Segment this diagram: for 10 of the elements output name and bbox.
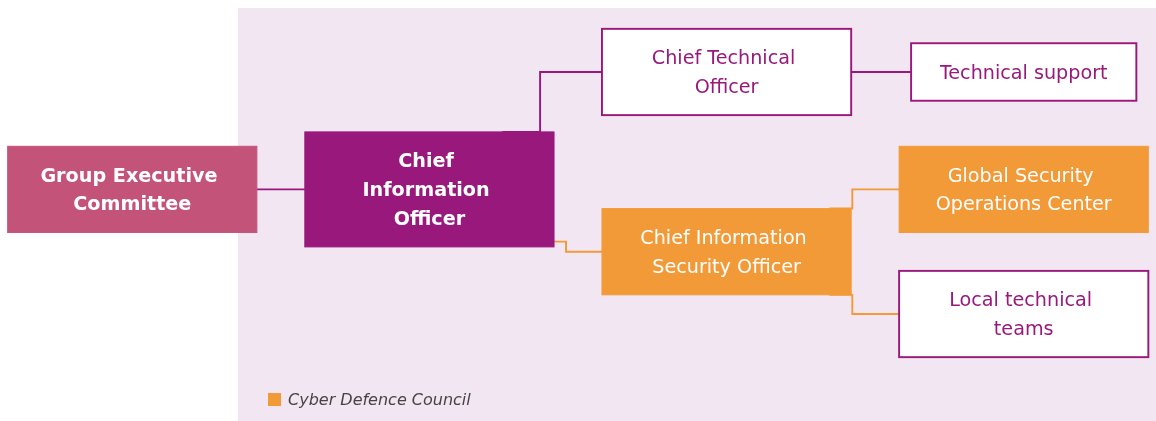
connector xyxy=(553,240,603,253)
node-box: Global Security Operations Center xyxy=(898,145,1149,233)
node-box: Chief Technical Officer xyxy=(601,27,853,116)
node-box: Chief Information Security Officer xyxy=(601,207,852,295)
connector xyxy=(255,187,306,190)
node-box: Chief Information Officer xyxy=(304,130,555,247)
node-box: Group Executive Committee xyxy=(7,145,258,233)
node-box: Local technical teams xyxy=(898,269,1150,358)
node-box: Technical support xyxy=(910,41,1138,102)
legend-label: Cyber Defence Council xyxy=(288,390,471,409)
